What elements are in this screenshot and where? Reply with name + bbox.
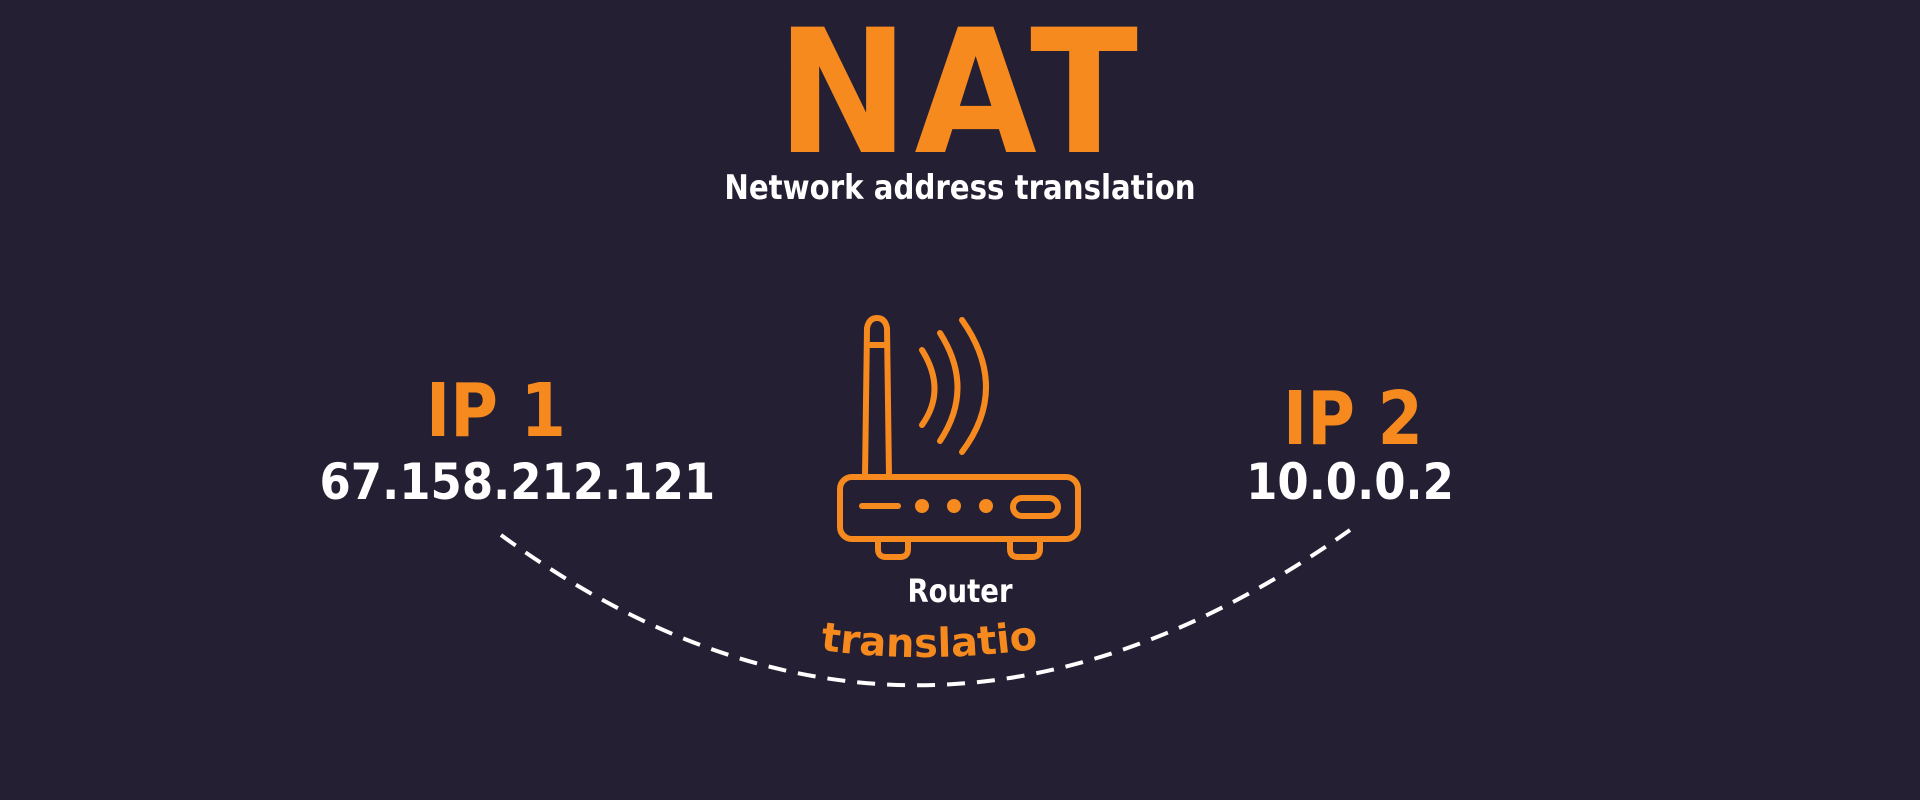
- translation-label-text: translation: [0, 0, 1040, 667]
- router-body: [837, 474, 1081, 542]
- ip2-label: IP 2: [1283, 376, 1423, 462]
- router-leds: [915, 499, 993, 513]
- router-port: [1010, 495, 1061, 519]
- router-label: Router: [907, 572, 1013, 610]
- wifi-wave-small: [919, 347, 938, 428]
- wifi-wave-large: [959, 317, 989, 455]
- router-foot-left: [875, 536, 911, 560]
- router-foot-right: [1007, 536, 1043, 560]
- router-icon: [837, 315, 1081, 560]
- translation-arc: [499, 528, 1352, 688]
- ip1-label: IP 1: [426, 368, 566, 454]
- ip1-address: 67.158.212.121: [319, 453, 716, 511]
- wifi-wave-medium: [937, 330, 961, 444]
- router-antenna: [862, 315, 892, 480]
- diagram-subtitle: Network address translation: [724, 168, 1196, 208]
- translation-label: translation: [0, 0, 1040, 667]
- ip2-address: 10.0.0.2: [1246, 453, 1454, 511]
- diagram-title: NAT: [776, 0, 1144, 193]
